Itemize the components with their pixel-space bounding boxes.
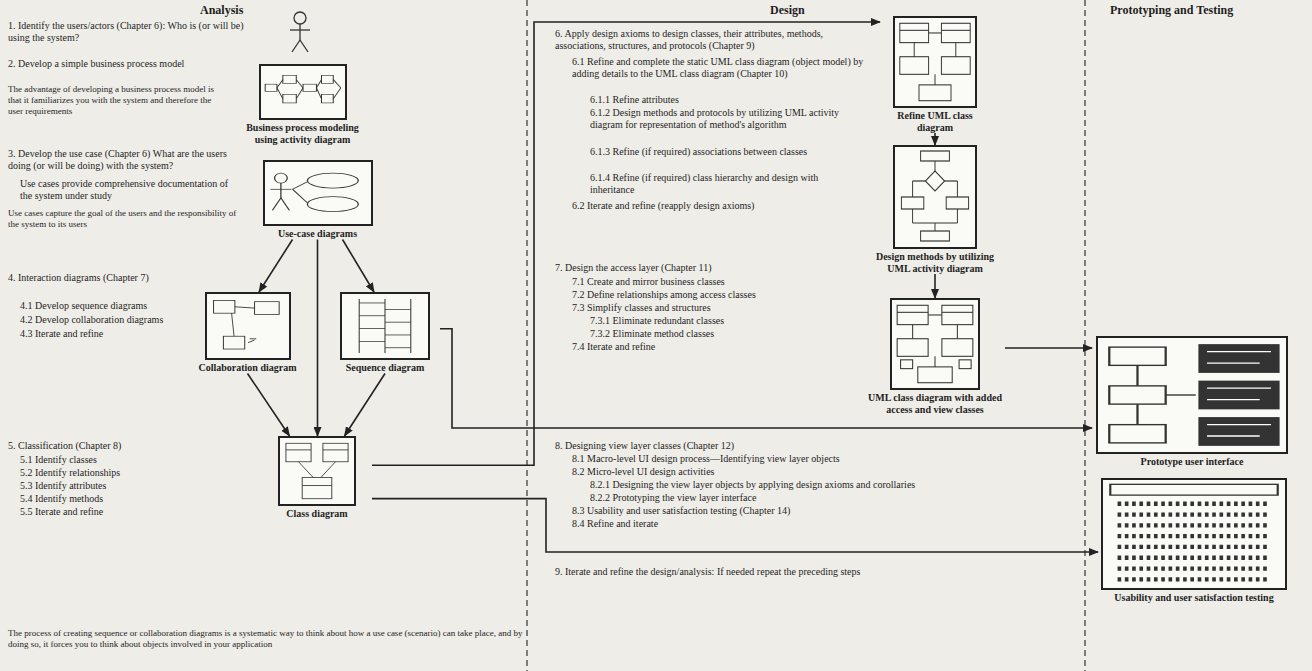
thumbnail-illustration (265, 162, 371, 224)
thumbnail-illustration (1103, 480, 1285, 588)
step-text: 3. Develop the use case (Chapter 6) What… (8, 148, 243, 172)
thumbnail-caption: UML class diagram with added access and … (865, 392, 1005, 415)
thumbnail-illustration (342, 294, 428, 358)
step-text: 8.3 Usability and user satisfaction test… (572, 505, 1052, 517)
thumbnail-frame (893, 16, 977, 108)
step-text: 4. Interaction diagrams (Chapter 7) (8, 272, 158, 284)
thumbnail-caption: Business process modeling using activity… (240, 122, 365, 145)
step-text: 6.1.2 Design methods and protocols by ut… (590, 107, 865, 131)
column-heading: Prototyping and Testing (1110, 3, 1300, 17)
thumbnail-illustration (207, 294, 289, 358)
step-text: 9. Iterate and refine the design/analysi… (555, 566, 1075, 578)
diagram-thumbnail-box: Refine UML class diagram (880, 16, 990, 133)
connector-arrow (248, 374, 290, 437)
thumbnail-frame (278, 436, 356, 506)
step-text: 7. Design the access layer (Chapter 11) (555, 262, 855, 274)
step-text: 8.2.2 Prototyping the view layer interfa… (590, 492, 1060, 504)
step-text: Use cases provide comprehensive document… (20, 178, 240, 202)
step-text: 7.4 Iterate and refine (572, 341, 857, 353)
step-text: 6.2 Iterate and refine (reapply design a… (572, 200, 862, 212)
diagram-thumbnail-box: Sequence diagram (330, 292, 440, 374)
step-text: 4.2 Develop collaboration diagrams (20, 314, 185, 326)
step-text: 8.1 Macro-level UI design process—Identi… (572, 453, 1052, 465)
thumbnail-caption: Refine UML class diagram (880, 110, 990, 133)
step-text: 4.3 Iterate and refine (20, 328, 185, 340)
thumbnail-frame (205, 292, 291, 360)
step-text: 7.1 Create and mirror business classes (572, 276, 857, 288)
diagram-thumbnail-box: Use-case diagrams (255, 160, 380, 240)
column-heading: Analysis (200, 3, 320, 17)
thumbnail-caption: Collaboration diagram (190, 362, 305, 374)
thumbnail-frame (1101, 478, 1287, 590)
step-text: The process of creating sequence or coll… (8, 628, 523, 650)
diagram-thumbnail-box: UML class diagram with added access and … (865, 298, 1005, 415)
connector-arrow (345, 374, 386, 437)
thumbnail-illustration (280, 438, 354, 504)
column-separator (1084, 0, 1085, 671)
step-text: 5.2 Identify relationships (20, 467, 220, 479)
thumbnail-frame (1096, 336, 1288, 454)
thumbnail-caption: Usability and user satisfaction testing (1098, 592, 1290, 604)
thumbnail-illustration (261, 66, 345, 118)
thumbnail-caption: Design methods by utilizing UML activity… (870, 251, 1000, 274)
thumbnail-illustration (895, 147, 975, 247)
connector-arrow (440, 329, 1092, 428)
step-text: 1. Identify the users/actors (Chapter 6)… (8, 20, 258, 44)
connector-arrow (934, 274, 936, 298)
step-text: 5.5 Iterate and refine (20, 506, 220, 518)
step-text: 8.2.1 Designing the view layer objects b… (590, 479, 1060, 491)
step-text: 7.3.1 Eliminate redundant classes (590, 315, 860, 327)
step-text: 6.1.3 Refine (if required) associations … (590, 146, 865, 158)
connector-arrow (1005, 347, 1092, 349)
thumbnail-caption: Sequence diagram (330, 362, 440, 374)
thumbnail-frame (890, 298, 980, 390)
thumbnail-illustration (895, 18, 975, 106)
step-text: 5.3 Identify attributes (20, 480, 220, 492)
step-text: 4.1 Develop sequence diagrams (20, 300, 185, 312)
step-text: 7.3 Simplify classes and structures (572, 302, 857, 314)
step-text: Use cases capture the goal of the users … (8, 208, 238, 230)
diagram-thumbnail-box: Business process modeling using activity… (240, 64, 365, 145)
thumbnail-caption: Use-case diagrams (255, 228, 380, 240)
thumbnail-caption: Class diagram (262, 508, 372, 520)
thumbnail-frame (340, 292, 430, 360)
diagram-thumbnail-box: Prototype user interface (1092, 336, 1292, 468)
step-text: 2. Develop a simple business process mod… (8, 58, 228, 70)
diagram-thumbnail-box: Design methods by utilizing UML activity… (870, 145, 1000, 274)
step-text: 5.1 Identify classes (20, 454, 220, 466)
step-text: The advantage of developing a business p… (8, 84, 223, 116)
diagram-thumbnail-box: Class diagram (262, 436, 372, 520)
step-text: 7.3.2 Eliminate method classes (590, 328, 860, 340)
step-text: 6.1.4 Refine (if required) class hierarc… (590, 172, 865, 196)
diagram-thumbnail-box: Collaboration diagram (190, 292, 305, 374)
column-heading: Design (770, 3, 850, 17)
step-text: 8. Designing view layer classes (Chapter… (555, 440, 1055, 452)
step-text: 6.1 Refine and complete the static UML c… (572, 56, 867, 80)
thumbnail-illustration (892, 300, 978, 388)
connector-arrow (934, 133, 936, 145)
connector-arrow (372, 499, 1098, 552)
column-separator (526, 0, 527, 671)
step-text: 6.1.1 Refine attributes (590, 94, 865, 106)
actor-figure (290, 12, 310, 52)
step-text: 7.2 Define relationships among access cl… (572, 289, 857, 301)
thumbnail-frame (259, 64, 347, 120)
thumbnail-illustration (1098, 338, 1286, 452)
connector-arrow (343, 240, 375, 293)
connector-arrow (317, 240, 319, 437)
step-text: 6. Apply design axioms to design classes… (555, 28, 870, 52)
connector-arrow (372, 22, 880, 465)
thumbnail-caption: Prototype user interface (1092, 456, 1292, 468)
thumbnail-frame (263, 160, 373, 226)
step-text: 5.4 Identify methods (20, 493, 220, 505)
connector-arrow (259, 240, 293, 293)
step-text: 8.2 Micro-level UI design activities (572, 466, 1052, 478)
diagram-thumbnail-box: Usability and user satisfaction testing (1098, 478, 1290, 604)
thumbnail-frame (893, 145, 977, 249)
step-text: 8.4 Refine and iterate (572, 518, 1052, 530)
step-text: 5. Classification (Chapter 8) (8, 440, 208, 452)
